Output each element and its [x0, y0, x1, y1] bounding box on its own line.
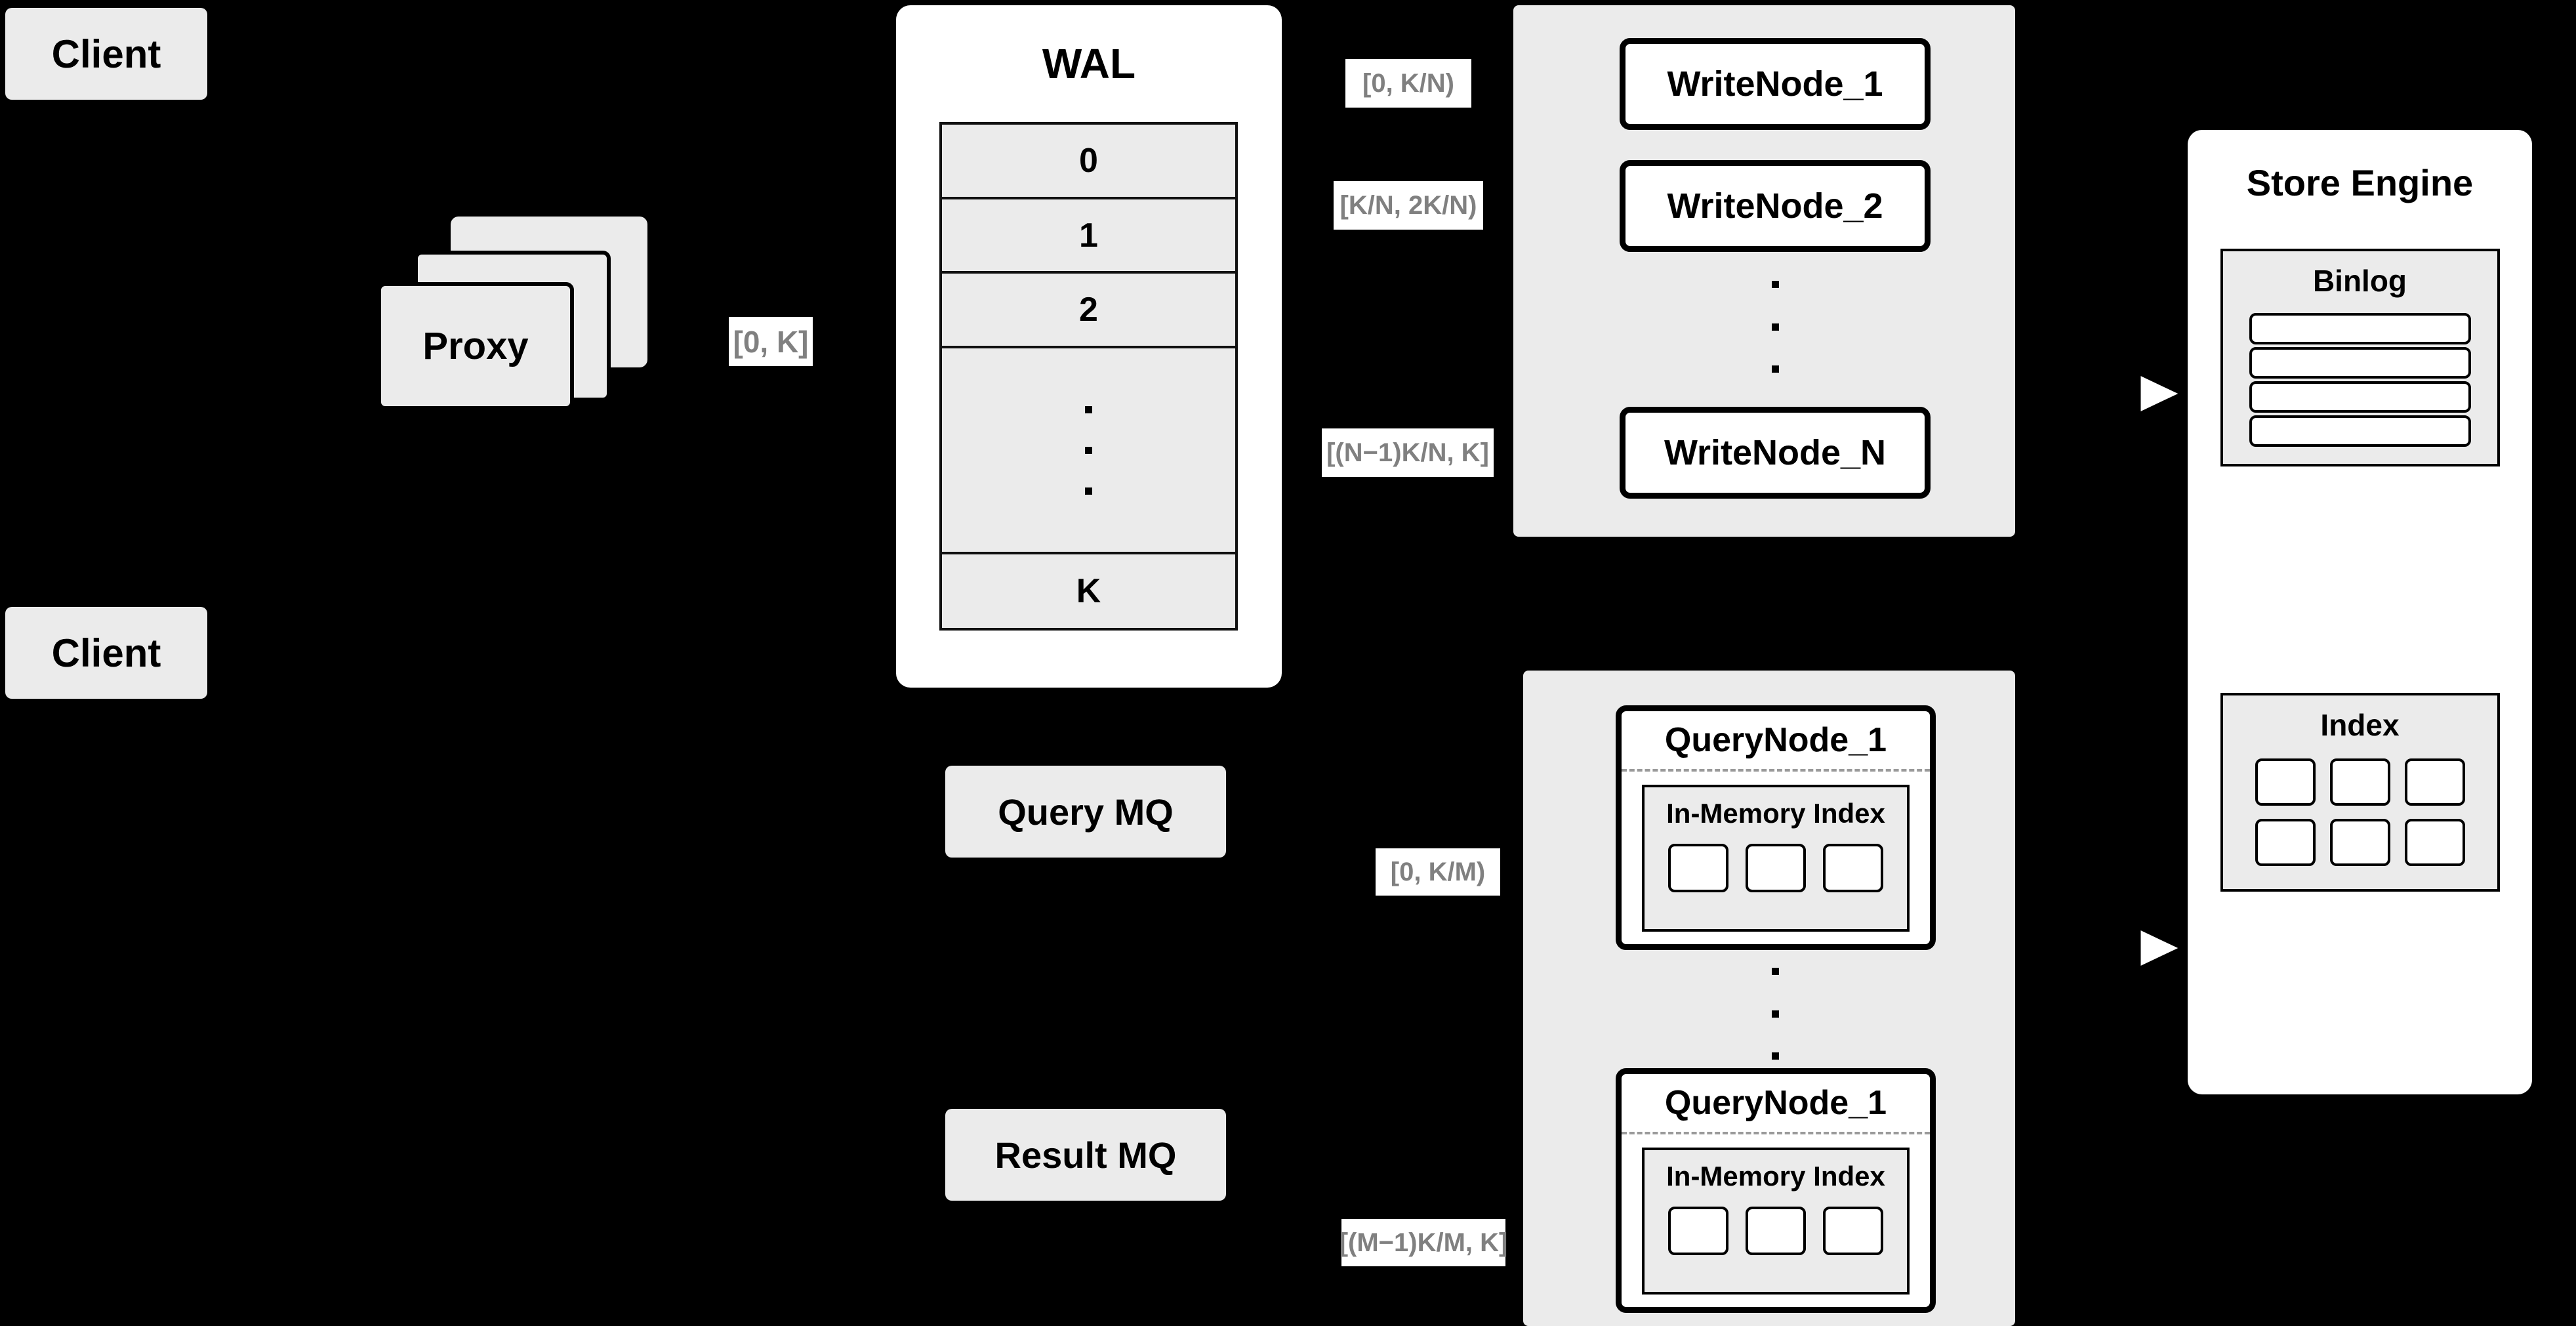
index-segment[interactable]: [1668, 1207, 1728, 1255]
querynode-divider: [1622, 769, 1930, 772]
proxy-card-front[interactable]: Proxy: [377, 282, 574, 410]
index-title: Index: [2320, 708, 2400, 742]
wal-row-label: 2: [1079, 291, 1098, 329]
edge-label-writenode-n-range: [(N−1)K/N, K]: [1322, 428, 1494, 477]
querynode-divider: [1622, 1132, 1930, 1134]
proxy-label: Proxy: [422, 325, 529, 367]
writenode-label: WriteNode_2: [1667, 186, 1883, 226]
edge-label-writenode-1-range: [0, K/N): [1345, 59, 1471, 108]
wal-row[interactable]: 0: [942, 125, 1235, 199]
vertical-ellipsis-icon: [1085, 405, 1092, 495]
writenode-vertical-ellipsis-icon: [1771, 281, 1779, 373]
edge-label-proxy-to-wal: [0, K]: [729, 317, 813, 366]
edge-label-text: [0, K/M): [1390, 857, 1486, 886]
binlog-entry[interactable]: [2249, 415, 2471, 447]
in-memory-index-box: In-Memory Index: [1642, 785, 1910, 932]
in-memory-index-title: In-Memory Index: [1666, 798, 1885, 829]
index-cell[interactable]: [2329, 758, 2390, 806]
wal-row-ellipsis: [942, 348, 1235, 555]
store-engine-title: Store Engine: [2246, 162, 2474, 203]
edge-label-text: [0, K/N): [1362, 68, 1454, 98]
writenode-n[interactable]: WriteNode_N: [1620, 407, 1931, 499]
binlog-entry[interactable]: [2249, 347, 2471, 379]
wal-row[interactable]: 1: [942, 199, 1235, 274]
store-engine-panel: Store Engine Binlog Index: [2188, 130, 2532, 1094]
index-cell[interactable]: [2255, 819, 2316, 866]
edge-label-text: [K/N, 2K/N): [1339, 190, 1477, 220]
querynode-label: QueryNode_1: [1664, 1084, 1887, 1122]
querynode-label: QueryNode_1: [1664, 721, 1887, 759]
in-memory-index-box: In-Memory Index: [1642, 1148, 1910, 1295]
wal-table: 0 1 2 K: [939, 122, 1238, 631]
index-segment[interactable]: [1746, 1207, 1806, 1255]
edge-label-text: [(M−1)K/M, K]: [1339, 1228, 1508, 1257]
edge-label-writenode-2-range: [K/N, 2K/N): [1334, 181, 1483, 230]
query-mq-label: Query MQ: [998, 791, 1174, 833]
index-cell[interactable]: [2329, 819, 2390, 866]
writenode-label: WriteNode_N: [1664, 433, 1887, 472]
client-label: Client: [51, 31, 161, 76]
writenode-1[interactable]: WriteNode_1: [1620, 38, 1931, 130]
binlog-entry[interactable]: [2249, 381, 2471, 413]
querynode-m[interactable]: QueryNode_1 In-Memory Index: [1616, 1068, 1936, 1313]
result-mq-box[interactable]: Result MQ: [945, 1109, 1226, 1201]
index-box: Index: [2220, 693, 2500, 892]
wal-title: WAL: [1042, 40, 1136, 87]
index-cell[interactable]: [2404, 758, 2465, 806]
query-mq-box[interactable]: Query MQ: [945, 766, 1226, 858]
client-box-bottom[interactable]: Client: [5, 607, 207, 699]
index-segment[interactable]: [1823, 1207, 1883, 1255]
querynode-1[interactable]: QueryNode_1 In-Memory Index: [1616, 705, 1936, 950]
index-segment[interactable]: [1668, 844, 1728, 892]
index-cell[interactable]: [2255, 758, 2316, 806]
index-cell[interactable]: [2404, 819, 2465, 866]
wal-row[interactable]: K: [942, 554, 1235, 628]
edge-label-text: [0, K]: [733, 324, 809, 359]
client-box-top[interactable]: Client: [5, 8, 207, 100]
edge-label-text: [(N−1)K/N, K]: [1326, 438, 1489, 467]
binlog-box: Binlog: [2220, 249, 2500, 466]
binlog-entry[interactable]: [2249, 313, 2471, 344]
wal-row-label: 1: [1079, 216, 1098, 255]
wal-row-label: 0: [1079, 141, 1098, 180]
edge-label-querynode-1-range: [0, K/M): [1376, 848, 1500, 896]
binlog-title: Binlog: [2312, 264, 2407, 298]
wal-row-label: K: [1076, 572, 1101, 611]
proxy-stack[interactable]: Proxy: [377, 217, 672, 440]
result-mq-label: Result MQ: [994, 1134, 1177, 1176]
querynode-vertical-ellipsis-icon: [1771, 968, 1779, 1060]
writenode-label: WriteNode_1: [1667, 64, 1883, 104]
in-memory-index-title: In-Memory Index: [1666, 1161, 1885, 1191]
index-segment[interactable]: [1746, 844, 1806, 892]
client-label: Client: [51, 631, 161, 675]
wal-row[interactable]: 2: [942, 274, 1235, 349]
writenode-2[interactable]: WriteNode_2: [1620, 160, 1931, 252]
wal-panel: WAL 0 1 2 K: [896, 5, 1282, 688]
index-segment[interactable]: [1823, 844, 1883, 892]
edge-label-querynode-m-range: [(M−1)K/M, K]: [1339, 1219, 1508, 1266]
